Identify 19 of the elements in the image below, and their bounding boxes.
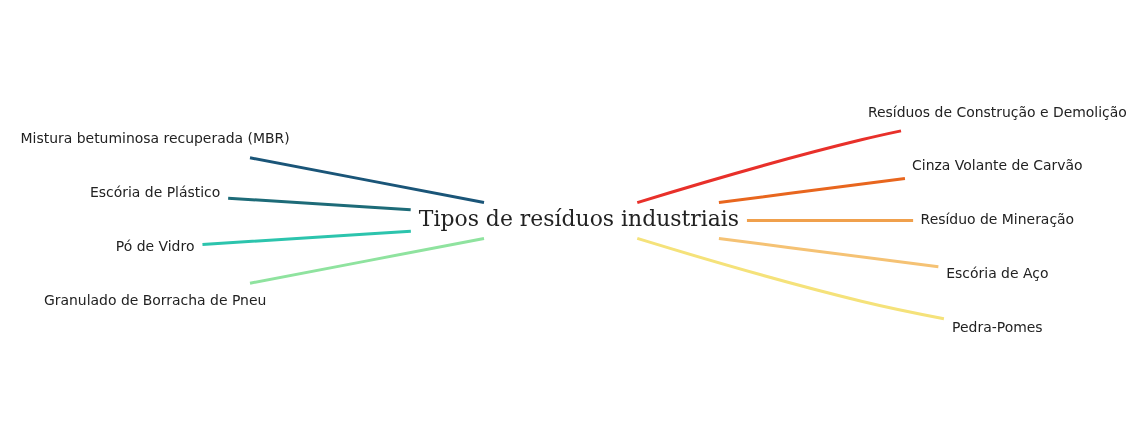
node-text: Escória de Plástico — [89, 184, 221, 201]
node-text: Tipos de resíduos industriais — [418, 206, 740, 232]
node-text: Granulado de Borracha de Pneu — [43, 291, 267, 308]
connector — [636, 237, 945, 321]
connector — [718, 177, 906, 205]
connector — [249, 156, 485, 204]
node-text: Pedra-Pomes — [952, 318, 1043, 335]
node-text: Pó de Vidro — [115, 238, 195, 255]
connector — [636, 129, 902, 204]
node-text: Mistura betuminosa recuperada (MBR) — [20, 130, 290, 147]
node-text: Resíduo de Mineração — [920, 211, 1075, 228]
connector — [746, 219, 914, 222]
connector — [202, 229, 411, 246]
node-text: Escória de Aço — [946, 264, 1049, 281]
node-text: Cinza Volante de Carvão — [912, 157, 1083, 174]
node-text: Resíduos de Construção e Demolição — [867, 103, 1127, 120]
connector — [228, 196, 411, 212]
connector — [718, 236, 939, 269]
connector — [249, 237, 485, 285]
